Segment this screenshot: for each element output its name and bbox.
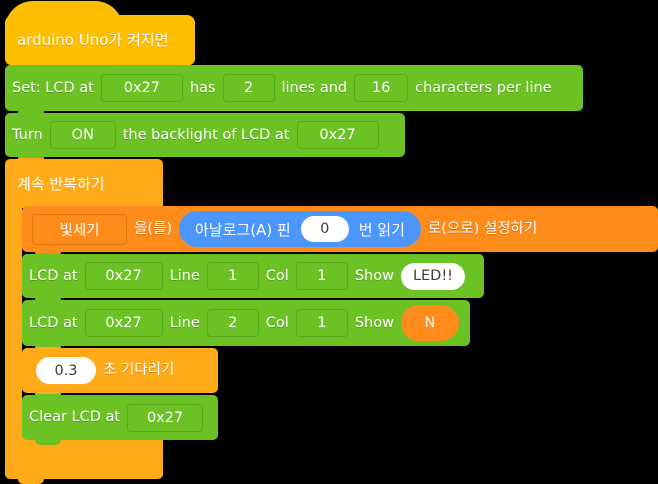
lcd1-line-field[interactable]: 1 (206, 262, 259, 290)
set-variable-label-1: 을(를) (134, 220, 172, 237)
set-lcd-address-field[interactable]: 0x27 (100, 74, 183, 102)
wait-label: 초 기다리기 (103, 362, 175, 379)
lcd2-label-2: Line (169, 314, 200, 331)
lcd2-variable-reporter[interactable]: N (400, 305, 459, 341)
hat-block-arduino-start[interactable]: arduino Uno가 켜지면 (5, 1, 195, 70)
backlight-label-1: Turn (12, 126, 43, 143)
block-top-notch (35, 347, 61, 352)
block-bottom-notch (35, 440, 61, 445)
set-lcd-label-2: has (189, 79, 216, 96)
set-lcd-lines-field[interactable]: 2 (222, 74, 275, 102)
forever-left-spine (5, 206, 22, 438)
lcd2-label-1: LCD at (29, 314, 78, 331)
lcd2-address-field[interactable]: 0x27 (84, 309, 163, 337)
block-lcd-show-line1[interactable]: LCD at 0x27 Line 1 Col 1 Show LED!! (22, 253, 484, 303)
block-set-variable[interactable]: 빛세기 을(를) 아날로그(A) 핀 0 번 읽기 로(으로) 설정하기 (22, 206, 658, 257)
lcd2-col-field[interactable]: 1 (295, 309, 348, 337)
block-set-lcd[interactable]: Set: LCD at 0x27 has 2 lines and 16 char… (5, 65, 583, 116)
lcd1-col-field[interactable]: 1 (295, 262, 348, 290)
set-lcd-label-3: lines and (281, 79, 348, 96)
block-top-notch (18, 112, 44, 117)
block-top-notch (35, 299, 61, 304)
block-wait-seconds[interactable]: 0.3 초 기다리기 (22, 347, 218, 398)
backlight-address-field[interactable]: 0x27 (296, 121, 379, 149)
forever-top-notch (18, 158, 44, 163)
set-lcd-label-4: characters per line (415, 79, 552, 96)
lcd1-label-2: Line (169, 267, 200, 284)
block-clear-lcd[interactable]: Clear LCD at 0x27 (22, 394, 218, 445)
lcd1-text-input[interactable]: LED!! (400, 262, 465, 290)
lcd2-label-4: Show (354, 314, 394, 331)
backlight-label-2: the backlight of LCD at (122, 126, 290, 143)
lcd2-line-field[interactable]: 2 (206, 309, 259, 337)
set-lcd-chars-field[interactable]: 16 (354, 74, 409, 102)
set-variable-dropdown[interactable]: 빛세기 (32, 213, 127, 245)
analog-read-pin-input[interactable]: 0 (300, 216, 349, 242)
block-forever-header[interactable]: 계속 반복하기 (5, 158, 163, 208)
backlight-state-field[interactable]: ON (49, 121, 116, 149)
wait-seconds-input[interactable]: 0.3 (36, 357, 96, 384)
lcd1-address-field[interactable]: 0x27 (84, 262, 163, 290)
block-top-notch (35, 394, 61, 399)
hat-block-label: arduino Uno가 켜지면 (17, 30, 169, 49)
lcd1-label-1: LCD at (29, 267, 78, 284)
clear-lcd-address-field[interactable]: 0x27 (127, 403, 204, 432)
block-forever-footer[interactable] (5, 435, 163, 484)
block-lcd-backlight[interactable]: Turn ON the backlight of LCD at 0x27 (5, 112, 405, 162)
block-top-notch (35, 253, 61, 258)
forever-label: 계속 반복하기 (17, 175, 105, 193)
lcd2-label-3: Col (265, 314, 289, 331)
set-lcd-label-1: Set: LCD at (12, 79, 94, 96)
clear-lcd-label: Clear LCD at (29, 409, 121, 426)
analog-read-prefix: 아날로그(A) 핀 (195, 220, 291, 239)
lcd1-label-4: Show (354, 267, 394, 284)
lcd1-label-3: Col (265, 267, 289, 284)
reporter-analog-read[interactable]: 아날로그(A) 핀 0 번 읽기 (179, 211, 421, 247)
forever-bottom-notch (18, 479, 44, 484)
set-variable-label-2: 로(으로) 설정하기 (427, 220, 538, 237)
hat-dome (5, 1, 123, 29)
block-lcd-show-line2[interactable]: LCD at 0x27 Line 2 Col 1 Show N (22, 299, 470, 351)
analog-read-suffix: 번 읽기 (358, 220, 405, 239)
